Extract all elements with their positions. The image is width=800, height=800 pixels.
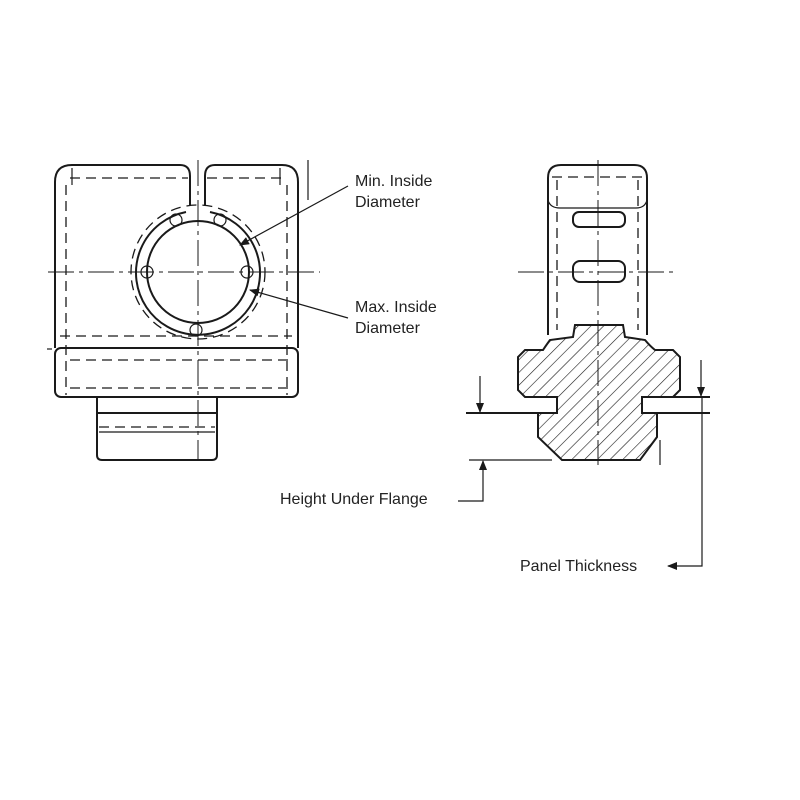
height-under-flange-leader: [458, 460, 487, 502]
height-under-flange-label: Height Under Flange: [280, 491, 428, 508]
label-line: Min. Inside: [355, 173, 433, 190]
front-body-right: [204, 164, 299, 348]
front-flange: [54, 347, 299, 398]
front-stem: [96, 397, 218, 461]
front-body-left: [54, 164, 191, 348]
panel-thickness-leader: [667, 398, 703, 570]
min-inside-diameter-label: Min. Inside Diameter: [355, 171, 432, 213]
side-slot-1: [572, 211, 626, 228]
label-line: Diameter: [355, 194, 420, 211]
max-inside-diameter-label: Max. Inside Diameter: [355, 297, 437, 339]
front-view: [47, 160, 320, 461]
label-line: Diameter: [355, 320, 420, 337]
max-diameter-leader: [249, 288, 349, 319]
min-diameter-leader: [239, 185, 349, 246]
side-view: [458, 160, 710, 570]
panel-thickness-label: Panel Thickness: [520, 558, 638, 575]
hatched-section: [517, 324, 681, 461]
label-line: Max. Inside: [355, 299, 437, 316]
